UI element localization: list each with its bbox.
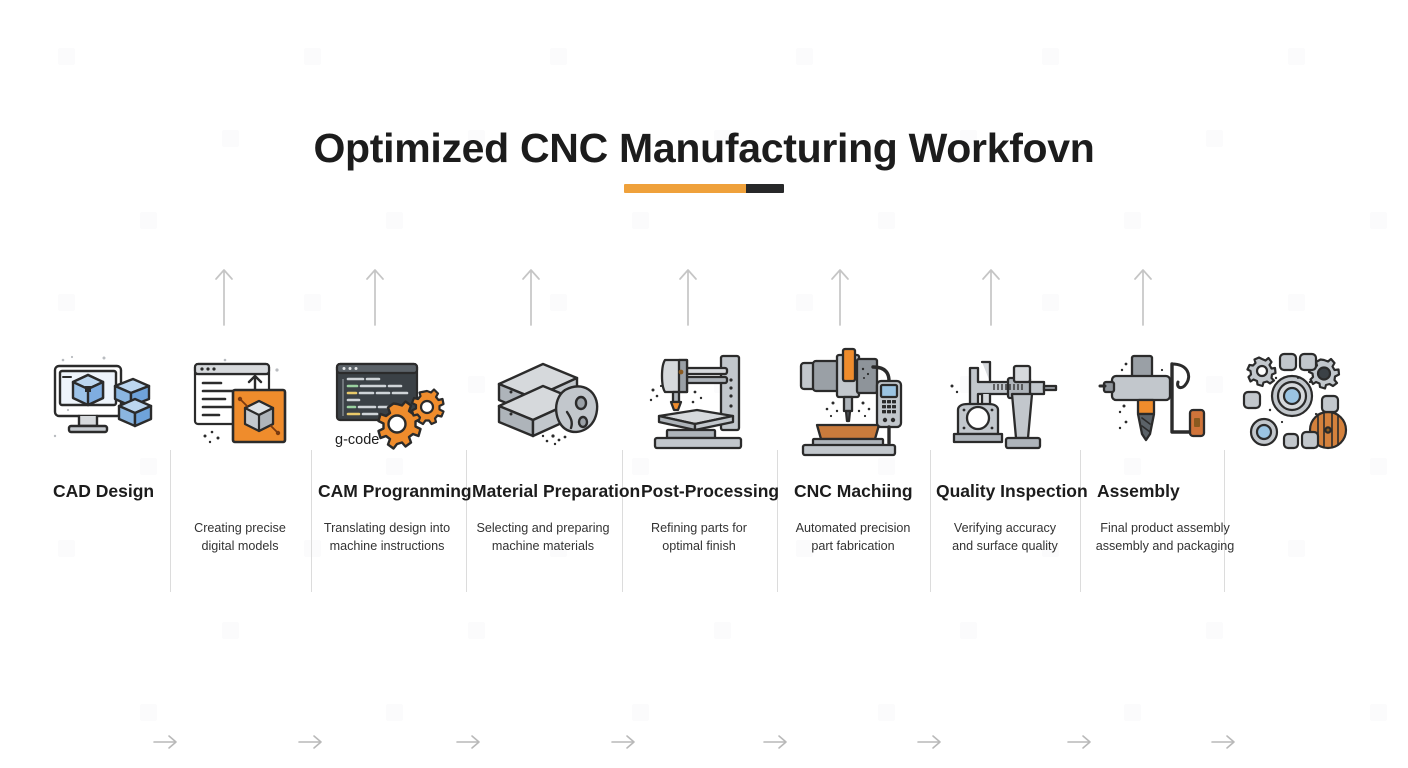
column-divider — [622, 450, 623, 592]
step-icon-cnc-mill-pendant-icon[interactable] — [793, 340, 909, 465]
watermark-square — [1042, 48, 1059, 65]
riser-arrow-row — [0, 265, 1408, 385]
watermark-square — [1206, 622, 1223, 639]
step-icon-caliper-measurement-icon[interactable] — [948, 340, 1064, 465]
step-description-final-product: Final product assembly assembly and pack… — [1095, 521, 1235, 553]
watermark-square — [1370, 704, 1387, 721]
watermark-square — [386, 212, 403, 229]
riser-arrow-up-icon-3 — [518, 265, 544, 327]
watermark-square — [140, 704, 157, 721]
riser-arrow-up-icon-2 — [362, 265, 388, 327]
watermark-square — [386, 704, 403, 721]
step-description-translating-design: Translating design into machine instruct… — [323, 521, 451, 553]
step-icon-cad-monitor-cube-icon[interactable] — [41, 340, 157, 465]
step-description-verifying-accuracy: Verifying accuracy and surface quality — [952, 521, 1058, 553]
watermark-square — [796, 48, 813, 65]
watermark-square — [1288, 540, 1305, 557]
gcode-inline-label: g-code — [335, 432, 379, 448]
step-title-cam-programming: CAM Progranming — [318, 481, 472, 501]
column-divider — [466, 450, 467, 592]
watermark-square — [550, 48, 567, 65]
watermark-square — [1124, 704, 1141, 721]
step-icon-assembled-parts-icon[interactable] — [1240, 340, 1356, 465]
watermark-square — [1288, 48, 1305, 65]
watermark-square — [632, 704, 649, 721]
riser-arrow-up-icon-6 — [978, 265, 1004, 327]
step-title-cnc-machining: CNC Machiing — [794, 481, 913, 501]
step-title-quality-inspection: Quality Inspection — [936, 481, 1088, 501]
step-description-automated-precision: Automated precision part fabrication — [795, 521, 911, 553]
watermark-square — [714, 622, 731, 639]
watermark-square — [960, 622, 977, 639]
watermark-square — [58, 48, 75, 65]
accent-bar-orange-segment — [624, 184, 746, 194]
connector-arrow-right-icon-3 — [455, 732, 483, 752]
step-title-cad-design: CAD Design — [53, 481, 155, 501]
connector-arrow-right-icon-1 — [152, 732, 180, 752]
watermark-square — [1124, 212, 1141, 229]
step-title-assembly: Assembly — [1097, 481, 1180, 501]
step-icon-drill-spindle-icon[interactable] — [1098, 340, 1214, 465]
column-divider — [311, 450, 312, 592]
riser-arrow-up-icon-4 — [675, 265, 701, 327]
riser-arrow-up-icon-1 — [211, 265, 237, 327]
watermark-square — [878, 704, 895, 721]
connector-arrow-right-icon-5 — [762, 732, 790, 752]
column-divider — [1224, 450, 1225, 592]
column-divider — [930, 450, 931, 592]
connector-arrow-right-icon-4 — [610, 732, 638, 752]
connector-arrow-right-icon-7 — [1066, 732, 1094, 752]
watermark-square — [1370, 212, 1387, 229]
watermark-square — [222, 622, 239, 639]
column-divider — [170, 450, 171, 592]
watermark-square — [140, 212, 157, 229]
title-accent-bar — [624, 184, 784, 194]
page-title: Optimized CNC Manufacturing Workfovn — [313, 125, 1095, 171]
watermark-square — [58, 540, 75, 557]
step-description-refining-parts: Refining parts for optimal finish — [651, 521, 747, 553]
column-divider — [1080, 450, 1081, 592]
step-title-material-preparation: Material Preparation — [472, 481, 641, 501]
riser-arrow-up-icon-5 — [827, 265, 853, 327]
step-description-selecting-preparing: Selecting and preparing machine material… — [476, 521, 610, 553]
accent-bar-dark-segment — [745, 184, 784, 194]
step-title-post-processing: Post-Processing — [641, 481, 780, 501]
step-icon-metal-billets-icon[interactable] — [487, 340, 603, 465]
riser-arrow-up-icon-7 — [1130, 265, 1156, 327]
step-icon-gcode-editor-gears-icon[interactable]: g-code — [329, 340, 445, 465]
step-icon-cnc-gantry-machine-icon[interactable] — [643, 340, 759, 465]
step-description-creating-precise: Creating precise digital models — [194, 521, 286, 553]
watermark-square — [468, 622, 485, 639]
icon-row: g-code — [0, 340, 1408, 749]
connector-arrow-right-icon-6 — [916, 732, 944, 752]
watermark-square — [304, 48, 321, 65]
title-block: Optimized CNC Manufacturing Workfovn — [0, 125, 1408, 194]
step-icon-document-cube-export-icon[interactable] — [185, 340, 301, 465]
column-divider — [777, 450, 778, 592]
connector-arrow-right-icon-2 — [297, 732, 325, 752]
watermark-square — [878, 212, 895, 229]
connector-arrow-right-icon-8 — [1210, 732, 1238, 752]
watermark-square — [632, 212, 649, 229]
